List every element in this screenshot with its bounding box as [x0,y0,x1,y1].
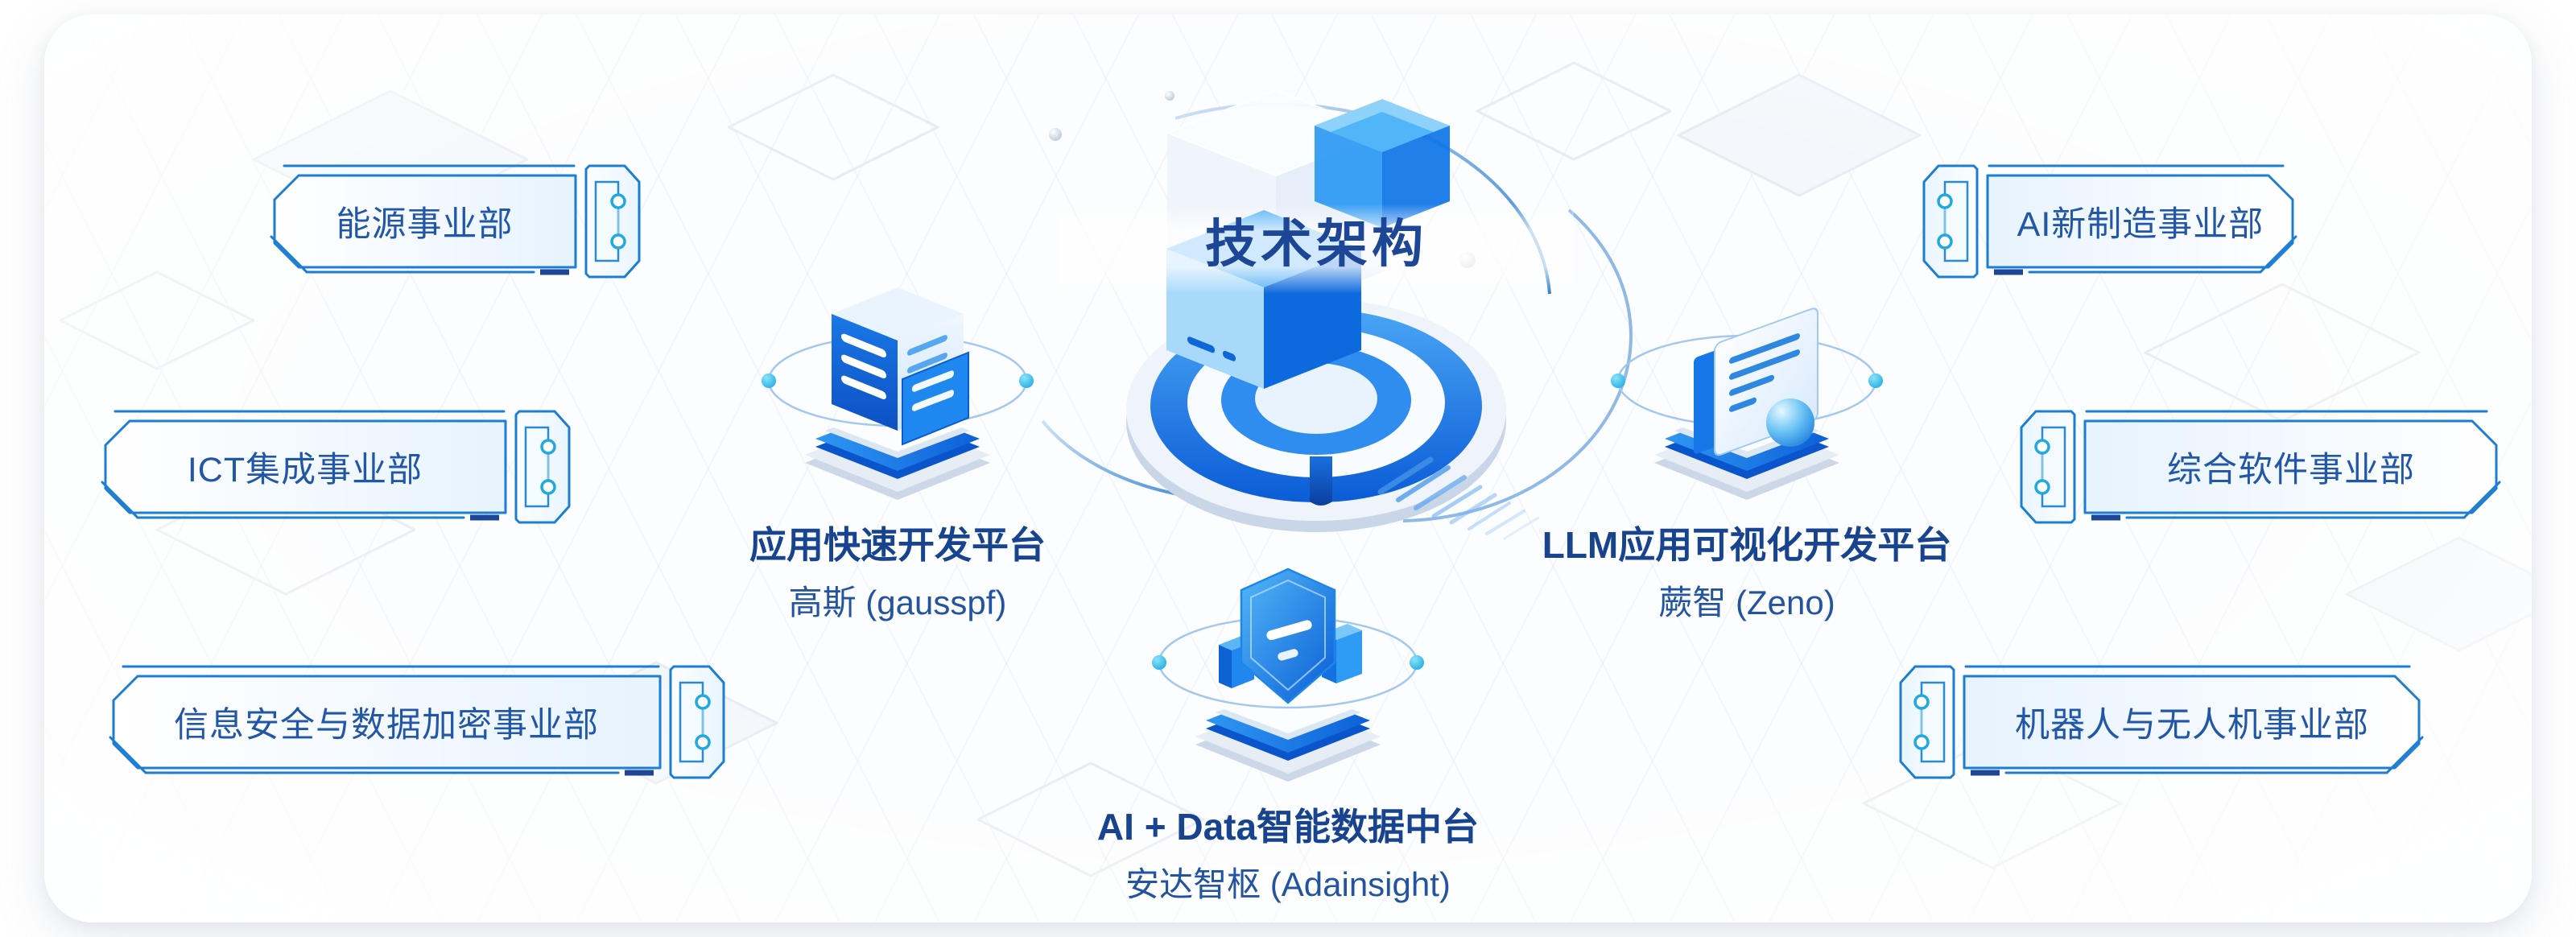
platform-group: LLM应用可视化开发平台 蕨智 (Zeno) [1521,260,1972,625]
data-shield-icon [1152,568,1424,782]
business-unit-card: 信息安全与数据加密事业部 [107,662,729,782]
tech-frame [109,665,725,779]
business-unit-name: 能源事业部 [336,205,514,244]
business-unit-card: 综合软件事业部 [2017,407,2503,527]
business-unit-card: 机器人与无人机事业部 [1896,662,2425,782]
platform-title: LLM应用可视化开发平台 [1542,524,1952,566]
orbit-dot [1611,374,1625,388]
platform-subtitle: 蕨智 (Zeno) [1658,584,1835,621]
speed-lines [1377,456,1540,540]
orbit-dot [1868,374,1883,388]
tech-frame [2020,410,2501,524]
business-unit-name: 综合软件事业部 [2167,451,2415,489]
platform-group: 应用快速开发平台 高斯 (gausspf) [696,260,1099,625]
orbit-dot [1019,374,1034,388]
platform-group: AI + Data智能数据中台 安达智枢 (Adainsight) [1071,542,1505,906]
sphere-badge [1766,398,1814,447]
sphere-decoration [1165,91,1174,101]
business-unit-name: AI新制造事业部 [2017,205,2264,244]
orbit-dot [762,374,776,388]
server-stack-icon [762,287,1034,500]
page-title: 技术架构 [1205,215,1427,273]
document-report-icon [1611,308,1883,500]
frosted-band [1059,204,1574,294]
tech-frame [101,410,571,524]
cube-stack-illustration [1041,89,1633,540]
orbit-arc [1402,208,1633,522]
orbit-dot [1410,655,1424,670]
platform-subtitle: 安达智枢 (Adainsight) [1125,865,1451,903]
business-unit-name: 信息安全与数据加密事业部 [174,706,599,745]
tech-frame [1922,164,2297,279]
business-unit-name: 机器人与无人机事业部 [2015,706,2369,745]
platform-title: 应用快速开发平台 [749,524,1046,566]
platform-subtitle: 高斯 (gausspf) [788,584,1007,621]
business-unit-card: 能源事业部 [268,161,644,282]
sphere-decoration [1049,128,1062,141]
tech-frame [270,164,641,279]
blue-glass-cube-top [1315,99,1450,228]
business-unit-name: ICT集成事业部 [187,451,423,489]
tech-frame [1899,665,2424,779]
orbit-dot [1152,655,1166,670]
platform-title: AI + Data智能数据中台 [1096,806,1480,848]
business-unit-card: ICT集成事业部 [99,407,574,527]
business-unit-card: AI新制造事业部 [1919,161,2299,282]
